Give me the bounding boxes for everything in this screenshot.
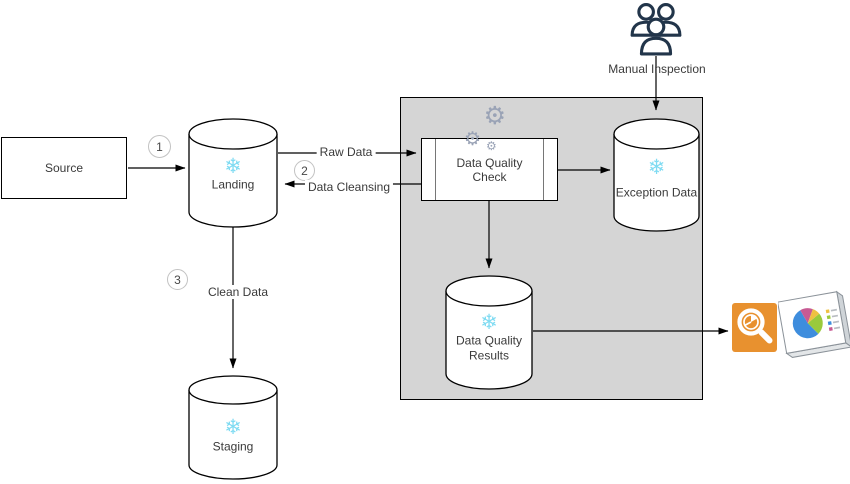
data-quality-results-label: Data Quality Results bbox=[455, 333, 523, 363]
data-quality-results-cylinder: ❄ Data Quality Results bbox=[445, 275, 533, 390]
gear-large-icon: ⚙ bbox=[483, 102, 506, 130]
process-bar-right bbox=[543, 139, 544, 200]
gear-small-icon: ⚙ bbox=[486, 139, 497, 153]
gear-medium-icon: ⚙ bbox=[464, 129, 482, 150]
staging-label: Staging bbox=[212, 439, 254, 454]
snowflake-icon: ❄ bbox=[224, 416, 242, 440]
landing-label: Landing bbox=[211, 177, 255, 192]
staging-cylinder: ❄ Staging bbox=[188, 375, 278, 480]
snowflake-icon: ❄ bbox=[480, 311, 498, 335]
magnifier-pie-glyph bbox=[737, 308, 773, 344]
source-label: Source bbox=[44, 161, 84, 175]
step-1-number: 1 bbox=[156, 139, 163, 154]
report-legend bbox=[825, 308, 841, 331]
people-icon bbox=[630, 3, 682, 56]
step-2-number: 2 bbox=[301, 163, 308, 178]
exception-data-label: Exception Data bbox=[615, 185, 698, 200]
raw-data-label: Raw Data bbox=[316, 145, 376, 159]
snowflake-icon: ❄ bbox=[647, 156, 666, 180]
cylinder-shape bbox=[188, 375, 278, 480]
snowflake-icon: ❄ bbox=[224, 155, 242, 179]
process-bar-left bbox=[435, 139, 436, 200]
cylinder-shape bbox=[613, 118, 700, 232]
exception-data-cylinder: ❄ Exception Data bbox=[613, 118, 700, 232]
cylinder-shape bbox=[445, 275, 533, 390]
report-chart-icon bbox=[778, 290, 850, 358]
data-cleansing-label: Data Cleansing bbox=[304, 180, 394, 194]
step-2-badge: 2 bbox=[294, 160, 315, 181]
gears-icon: ⚙ ⚙ ⚙ bbox=[462, 102, 510, 153]
search-pie-icon bbox=[732, 303, 777, 352]
cylinder-shape bbox=[188, 118, 278, 228]
step-3-badge: 3 bbox=[167, 269, 188, 290]
step-1-badge: 1 bbox=[148, 135, 171, 158]
manual-inspection-label: Manual Inspection bbox=[608, 62, 706, 76]
data-quality-check-process: Data Quality Check bbox=[421, 138, 558, 201]
step-3-number: 3 bbox=[174, 272, 181, 287]
source-box: Source bbox=[1, 137, 127, 199]
landing-cylinder: ❄ Landing bbox=[188, 118, 278, 228]
data-quality-check-label: Data Quality Check bbox=[456, 155, 523, 184]
clean-data-label: Clean Data bbox=[204, 285, 272, 299]
